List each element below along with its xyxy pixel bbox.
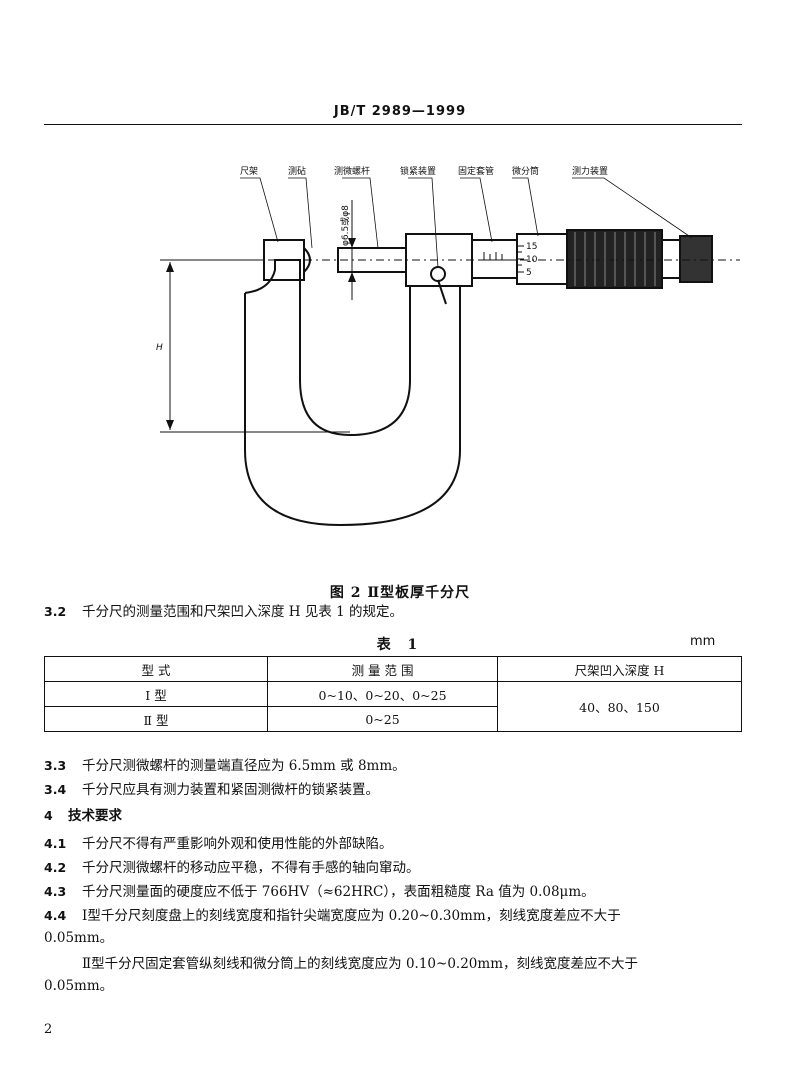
ratchet-neck: [661, 239, 681, 279]
leader-frame: [240, 177, 279, 243]
ratchet-cap: [679, 235, 713, 283]
table-header-type: 型 式: [43, 656, 269, 682]
header-rule: [44, 124, 742, 125]
paragraph-4-2: 4.2 千分尺测微螺杆的移动应平稳，不得有手感的轴向窜动。: [44, 858, 744, 878]
table-cell-type: Ⅰ 型: [43, 681, 269, 707]
document-header: JB/T 2989—1999: [333, 104, 467, 119]
leader-ratchet: [572, 177, 693, 239]
table-unit: mm: [690, 634, 716, 649]
clause-number: 4.2: [44, 860, 67, 875]
scale-tick-5: 5: [526, 268, 532, 278]
table-cell-range: 0~10、0~20、0~25: [267, 681, 499, 707]
clause-number: 4.3: [44, 884, 67, 899]
clause-number: 3.2: [44, 604, 67, 619]
paragraph-4-1: 4.1 千分尺不得有严重影响外观和使用性能的外部缺陷。: [44, 834, 744, 854]
label-frame: 尺架: [240, 166, 258, 177]
clause-text: Ⅰ型千分尺刻度盘上的刻线宽度和指针尖端宽度应为 0.20~0.30mm，刻线宽度…: [82, 908, 621, 924]
clause-number: 4.1: [44, 836, 67, 851]
lock-screw: [430, 266, 446, 282]
label-ratchet: 测力装置: [572, 165, 608, 177]
paragraph-4-4: 4.4 Ⅰ型千分尺刻度盘上的刻线宽度和指针尖端宽度应为 0.20~0.30mm，刻…: [44, 906, 744, 926]
clause-text: 千分尺应具有测力装置和紧固测微杆的锁紧装置。: [82, 782, 379, 798]
table-header-row: 型 式 测 量 范 围 尺架凹入深度 H: [43, 656, 742, 682]
label-spindle: 测微螺杆: [334, 165, 370, 177]
leader-lock: [408, 177, 439, 269]
thimble: [516, 233, 568, 285]
depth-label: H: [156, 343, 163, 353]
paragraph-3-2: 3.2 千分尺的测量范围和尺架凹入深度 H 见表 1 的规定。: [44, 602, 744, 622]
label-anvil: 测砧: [288, 165, 306, 177]
section-number: 4: [44, 808, 53, 823]
table-cell-type: Ⅱ 型: [43, 706, 269, 732]
clause-number: 3.3: [44, 758, 67, 773]
label-lock: 锁紧装置: [400, 165, 436, 177]
paragraph-4-4-type2-cont: 0.05mm。: [44, 978, 114, 994]
dimension-label: φ6.5或φ8: [339, 205, 351, 246]
lock-lever: [437, 279, 447, 305]
table-header-range: 测 量 范 围: [267, 656, 499, 682]
table-row: Ⅱ 型 0~25: [43, 706, 742, 732]
clause-text: 千分尺测微螺杆的测量端直径应为 6.5mm 或 8mm。: [82, 758, 406, 774]
frame-outer: [244, 285, 461, 527]
paragraph-4-4-type2: Ⅱ型千分尺固定套管纵刻线和微分筒上的刻线宽度应为 0.10~0.20mm，刻线宽…: [82, 956, 638, 972]
leader-sleeve: [460, 177, 493, 243]
clause-text: 千分尺测量面的硬度应不低于 766HV（≈62HRC），表面粗糙度 Ra 值为 …: [82, 884, 595, 900]
paragraph-3-3: 3.3 千分尺测微螺杆的测量端直径应为 6.5mm 或 8mm。: [44, 756, 744, 776]
label-sleeve: 固定套管: [458, 165, 494, 177]
table-row: Ⅰ 型 0~10、0~20、0~25 40、80、150: [43, 681, 742, 732]
table-header-depth: 尺架凹入深度 H: [497, 656, 742, 682]
clause-text: 千分尺不得有严重影响外观和使用性能的外部缺陷。: [82, 836, 393, 852]
leader-spindle: [342, 177, 379, 249]
spec-table: 型 式 测 量 范 围 尺架凹入深度 H Ⅰ 型 0~10、0~20、0~25 …: [43, 656, 742, 732]
micrometer-figure: H φ6.5或φ8 15 10 5 尺架 测砧 测微螺杆 锁紧装置 固定套管 微…: [156, 165, 740, 550]
figure-caption: 图 2 Ⅱ型板厚千分尺: [329, 585, 471, 601]
leader-thimble: [512, 177, 539, 237]
dia-arrow-bottom: [348, 272, 356, 282]
clause-number: 3.4: [44, 782, 67, 797]
page-number: 2: [44, 1022, 53, 1037]
table-caption: 表 1: [376, 637, 424, 653]
paragraph-3-4: 3.4 千分尺应具有测力装置和紧固测微杆的锁紧装置。: [44, 780, 744, 800]
dia-arrow-top: [348, 238, 356, 248]
paragraph-4-3: 4.3 千分尺测量面的硬度应不低于 766HV（≈62HRC），表面粗糙度 Ra …: [44, 882, 744, 902]
h-arrow-top: [166, 262, 174, 272]
label-thimble: 微分筒: [512, 165, 539, 177]
clause-text: 千分尺测微螺杆的移动应平稳，不得有手感的轴向窜动。: [82, 860, 420, 876]
section-4-heading: 4 技术要求: [44, 806, 744, 826]
frame-top-left: [244, 259, 301, 350]
scale-tick-15: 15: [526, 242, 537, 252]
leader-anvil: [288, 177, 313, 249]
scale-tick-10: 10: [526, 255, 538, 265]
clause-number: 4.4: [44, 908, 67, 923]
h-arrow-bottom: [166, 420, 174, 430]
clause-text: 千分尺的测量范围和尺架凹入深度 H 见表 1 的规定。: [82, 604, 404, 620]
paragraph-4-4-cont: 0.05mm。: [44, 930, 114, 946]
section-title: 技术要求: [68, 808, 122, 824]
sleeve: [471, 239, 518, 279]
frame-inner: [299, 285, 411, 437]
frame-outline: [220, 260, 460, 550]
table-cell-range: 0~25: [267, 706, 499, 732]
table-cell-depth: 40、80、150: [497, 681, 742, 732]
